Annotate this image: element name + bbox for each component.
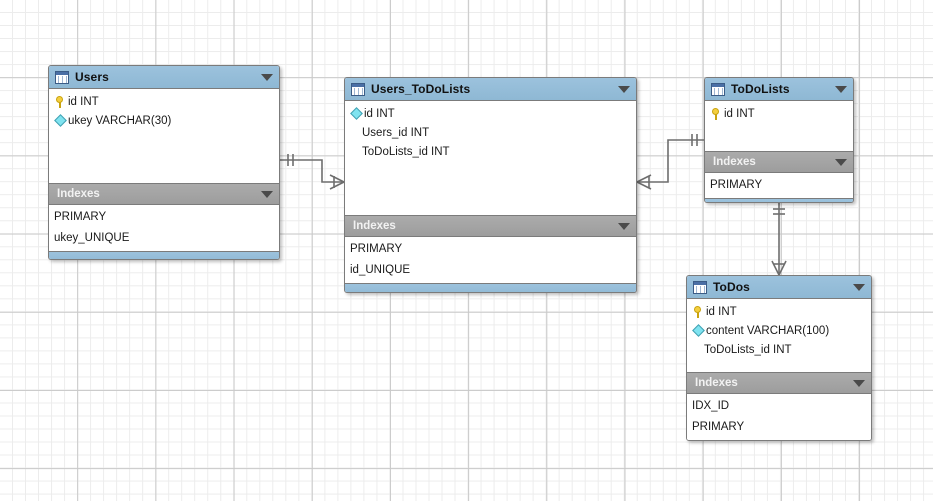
indexes-label: Indexes [695, 377, 738, 389]
table-icon [351, 82, 365, 96]
indexes-label: Indexes [713, 156, 756, 168]
column-label: Users_id INT [362, 126, 430, 139]
column-label: ukey VARCHAR(30) [68, 114, 172, 127]
chevron-down-icon[interactable] [853, 283, 865, 291]
table-users-indexes: PRIMARY ukey_UNIQUE [49, 205, 279, 251]
table-users-todolists[interactable]: Users_ToDoLists id INT Users_id INT ToDo… [344, 77, 637, 293]
index-row[interactable]: PRIMARY [710, 179, 763, 191]
table-users-todolists-footer [345, 283, 636, 292]
table-todolists[interactable]: ToDoLists id INT Indexes PRIMARY [704, 77, 854, 203]
index-row[interactable]: PRIMARY [54, 211, 107, 223]
table-users[interactable]: Users id INT ukey VARCHAR(30) Indexes PR… [48, 65, 280, 260]
table-todolists-indexes-header[interactable]: Indexes [705, 151, 853, 173]
column-label: id INT [364, 107, 395, 120]
key-icon [693, 305, 704, 318]
table-todos[interactable]: ToDos id INT content VARCHAR(100) ToDoLi… [686, 275, 872, 441]
table-users-todolists-indexes: PRIMARY id_UNIQUE [345, 237, 636, 283]
relationship-todolists-to-todos [771, 203, 787, 276]
index-row[interactable]: PRIMARY [350, 243, 403, 255]
icon-placeholder [351, 128, 362, 138]
table-todos-footer [687, 440, 871, 441]
indexes-label: Indexes [353, 220, 396, 232]
table-users-indexes-header[interactable]: Indexes [49, 183, 279, 205]
column-label: ToDoLists_id INT [704, 343, 792, 356]
icon-placeholder [351, 147, 362, 157]
table-users-titlebar[interactable]: Users [49, 66, 279, 89]
table-icon [693, 280, 707, 294]
table-users-columns: id INT ukey VARCHAR(30) [49, 89, 279, 183]
table-todolists-name: ToDoLists [731, 82, 790, 96]
table-users-todolists-indexes-header[interactable]: Indexes [345, 215, 636, 237]
chevron-down-icon[interactable] [835, 85, 847, 93]
column-label: id INT [706, 305, 737, 318]
chevron-down-icon[interactable] [261, 73, 273, 81]
table-todolists-indexes: PRIMARY [705, 173, 853, 198]
table-users-name: Users [75, 70, 109, 84]
chevron-down-icon[interactable] [261, 190, 273, 198]
index-row[interactable]: PRIMARY [692, 421, 745, 433]
chevron-down-icon[interactable] [618, 85, 630, 93]
table-icon [711, 82, 725, 96]
table-users-todolists-columns: id INT Users_id INT ToDoLists_id INT [345, 101, 636, 215]
table-todolists-titlebar[interactable]: ToDoLists [705, 78, 853, 101]
index-row[interactable]: ukey_UNIQUE [54, 232, 130, 244]
indexes-label: Indexes [57, 188, 100, 200]
column-row[interactable]: id INT [705, 104, 853, 123]
table-todos-indexes-header[interactable]: Indexes [687, 372, 871, 394]
column-row[interactable]: ToDoLists_id INT [687, 340, 871, 359]
index-row[interactable]: id_UNIQUE [350, 264, 411, 276]
column-row[interactable]: id INT [345, 104, 636, 123]
table-todos-indexes: IDX_ID PRIMARY [687, 394, 871, 440]
table-todolists-columns: id INT [705, 101, 853, 151]
table-users-footer [49, 251, 279, 259]
index-row[interactable]: IDX_ID [692, 400, 730, 412]
column-label: content VARCHAR(100) [706, 324, 830, 337]
chevron-down-icon[interactable] [618, 222, 630, 230]
diamond-icon [54, 114, 67, 127]
column-label: ToDoLists_id INT [362, 145, 450, 158]
key-icon [55, 95, 66, 108]
relationship-users_todolists-to-todolists [636, 134, 704, 190]
diamond-icon [350, 107, 363, 120]
column-row[interactable]: Users_id INT [345, 123, 636, 142]
key-icon [711, 107, 722, 120]
chevron-down-icon[interactable] [835, 158, 847, 166]
table-users-todolists-titlebar[interactable]: Users_ToDoLists [345, 78, 636, 101]
table-todos-titlebar[interactable]: ToDos [687, 276, 871, 299]
column-label: id INT [724, 107, 755, 120]
column-row[interactable]: content VARCHAR(100) [687, 321, 871, 340]
diamond-icon [692, 324, 705, 337]
table-icon [55, 70, 69, 84]
column-row[interactable]: id INT [49, 92, 279, 111]
chevron-down-icon[interactable] [853, 379, 865, 387]
column-label: id INT [68, 95, 99, 108]
column-row[interactable]: id INT [687, 302, 871, 321]
table-todos-name: ToDos [713, 280, 750, 294]
table-todos-columns: id INT content VARCHAR(100) ToDoLists_id… [687, 299, 871, 372]
column-row[interactable]: ukey VARCHAR(30) [49, 111, 279, 130]
icon-placeholder [693, 345, 704, 355]
column-row[interactable]: ToDoLists_id INT [345, 142, 636, 161]
table-users-todolists-name: Users_ToDoLists [371, 82, 471, 96]
relationship-users-to-users_todolists [280, 154, 345, 190]
table-todolists-footer [705, 198, 853, 202]
